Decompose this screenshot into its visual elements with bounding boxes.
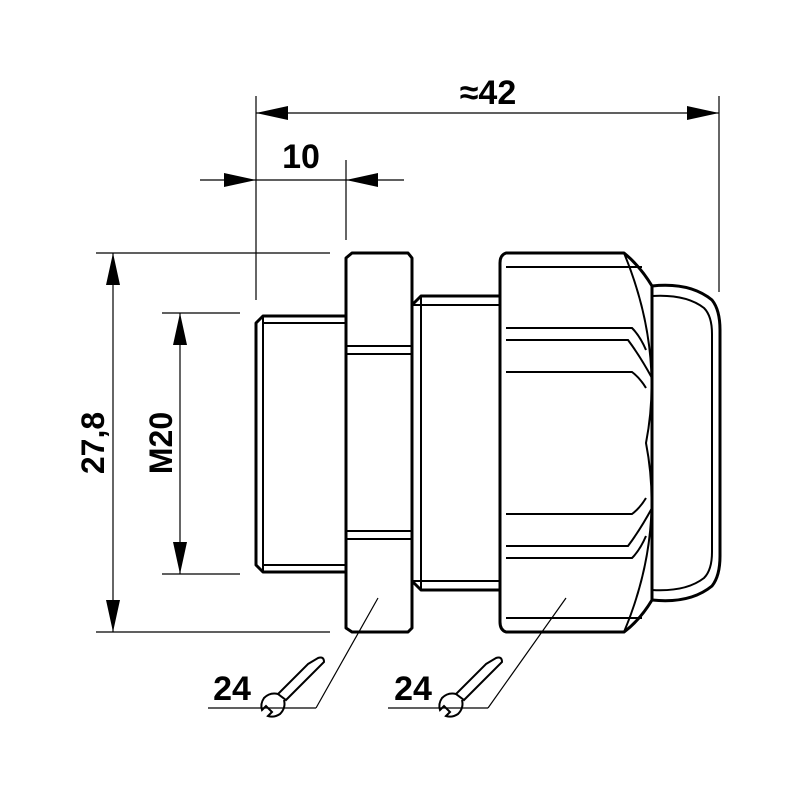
thread-length-label: 10 bbox=[282, 138, 320, 176]
thread-size-label: M20 bbox=[143, 412, 179, 474]
dimension-overall-length: ≈42 bbox=[255, 74, 720, 300]
thread-section bbox=[254, 314, 346, 574]
pressure-nut bbox=[498, 251, 654, 634]
body-neck bbox=[410, 294, 500, 592]
wrench-icon bbox=[260, 656, 326, 718]
wrench-size-nut-label: 24 bbox=[394, 670, 432, 708]
wrench-size-body: 24 bbox=[208, 670, 316, 709]
body-hex-flange bbox=[344, 251, 414, 634]
leader-lines bbox=[315, 597, 567, 709]
dimension-thread-length: 10 bbox=[200, 138, 404, 240]
dimension-thread-size: M20 bbox=[143, 312, 240, 575]
dimension-overall-height: 27,8 bbox=[75, 252, 330, 633]
wrench-size-nut: 24 bbox=[388, 670, 488, 709]
overall-length-label: ≈42 bbox=[460, 74, 516, 112]
wrench-size-body-label: 24 bbox=[213, 670, 251, 708]
wrench-icon bbox=[438, 656, 504, 718]
overall-height-label: 27,8 bbox=[75, 412, 111, 474]
sealing-dome bbox=[651, 283, 722, 603]
